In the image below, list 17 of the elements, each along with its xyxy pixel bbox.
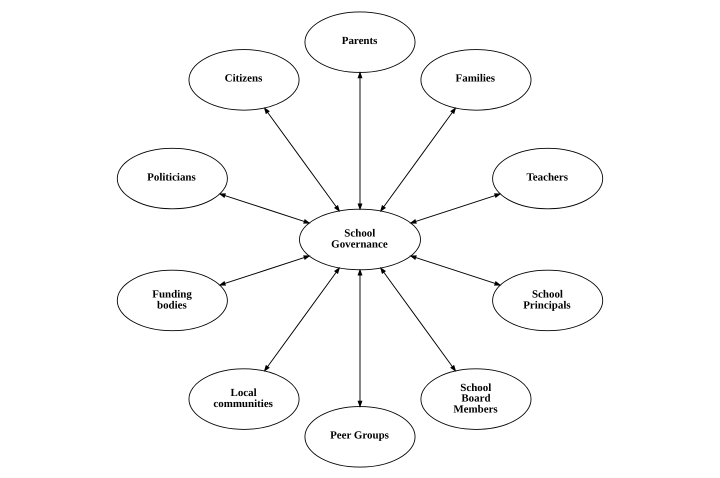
node-ellipse: Families <box>420 48 532 110</box>
node-ellipse: Peer Groups <box>304 406 416 468</box>
arrow <box>218 254 311 286</box>
arrow <box>358 70 362 210</box>
node-ellipse: Citizens <box>188 48 300 110</box>
arrow <box>380 266 456 372</box>
arrow <box>264 266 340 372</box>
arrow <box>218 192 311 224</box>
node-ellipse: School Board Members <box>420 368 532 430</box>
arrow <box>409 192 502 224</box>
node-ellipse: Local communities <box>188 368 300 430</box>
node-ellipse: School Governance <box>299 208 421 270</box>
arrow <box>409 254 502 286</box>
arrow <box>380 106 456 212</box>
node-ellipse: Parents <box>304 10 416 72</box>
arrow <box>358 268 362 408</box>
arrow <box>264 106 340 212</box>
